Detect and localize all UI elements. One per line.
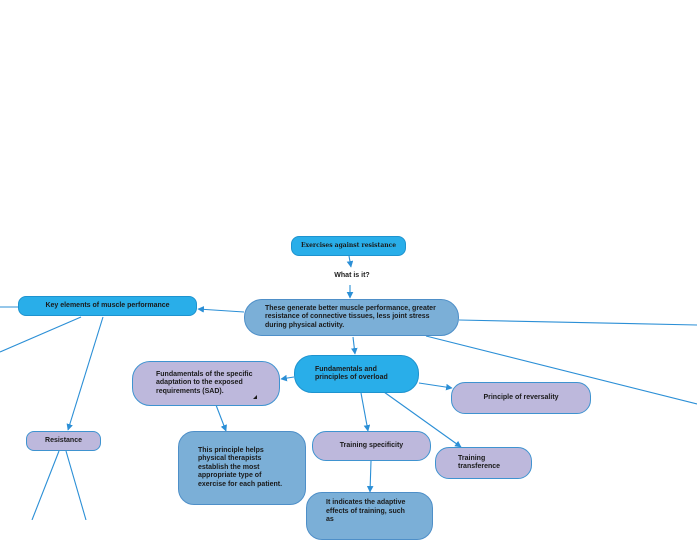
node-label: It indicates the adaptive effects of tra… [326, 499, 406, 523]
node-fundamentals-overload[interactable]: Fundamentals and principles of overload [294, 355, 419, 393]
node-training-specificity[interactable]: Training specificity [312, 431, 431, 461]
node-resistance[interactable]: Resistance [26, 431, 101, 451]
expand-corner-icon[interactable] [253, 395, 257, 399]
node-what-is-it[interactable]: What is it? [322, 268, 382, 284]
node-principle-helps[interactable]: This principle helps physical therapists… [178, 431, 306, 505]
edge-keyelements-resistance [66, 316, 104, 431]
edge-fundamentals-specificity [360, 392, 371, 432]
edge-keyelements-offleft-down [0, 316, 82, 353]
edge-generate-offright-1 [458, 319, 697, 326]
edge-fundamentals-transference [383, 391, 462, 448]
node-label: Key elements of muscle performance [45, 301, 170, 309]
node-label: What is it? [334, 271, 370, 279]
node-key-elements[interactable]: Key elements of muscle performance [18, 296, 197, 316]
edge-fundamentals-sad [280, 374, 295, 382]
node-label: Fundamentals of the specific adaptation … [156, 370, 253, 395]
node-label: These generate better muscle performance… [265, 304, 436, 329]
node-label: Training specificity [339, 441, 404, 449]
edge-generate-offright-2 [425, 335, 697, 405]
edge-resistance-down-left [31, 450, 60, 520]
connector-lines [0, 255, 697, 520]
node-label: This principle helps physical therapists… [198, 446, 283, 488]
node-training-transference[interactable]: Training transference [435, 447, 532, 479]
edge-resistance-down-right [65, 450, 87, 520]
node-label: Fundamentals and principles of overload [315, 365, 388, 382]
edge-exercises-whatisit [346, 255, 354, 268]
node-label: Training transference [458, 454, 501, 471]
edge-fundamentals-reversibility [418, 382, 453, 391]
edge-specificity-adaptive [366, 460, 374, 493]
node-principle-reversality[interactable]: Principle of reversality [451, 382, 591, 414]
node-exercises-against-resistance[interactable]: Exercises against resistance [291, 236, 406, 256]
node-label: Exercises against resistance [300, 241, 397, 249]
node-adaptive-effects[interactable]: It indicates the adaptive effects of tra… [306, 492, 433, 540]
node-generate-performance[interactable]: These generate better muscle performance… [244, 299, 459, 336]
node-fundamentals-sad[interactable]: Fundamentals of the specific adaptation … [132, 361, 280, 406]
node-label: Principle of reversality [483, 393, 559, 401]
edge-generate-fundamentals [351, 336, 358, 355]
node-label: Resistance [45, 436, 82, 444]
edge-sad-helps [215, 404, 227, 432]
edge-generate-keyelements [197, 306, 245, 313]
